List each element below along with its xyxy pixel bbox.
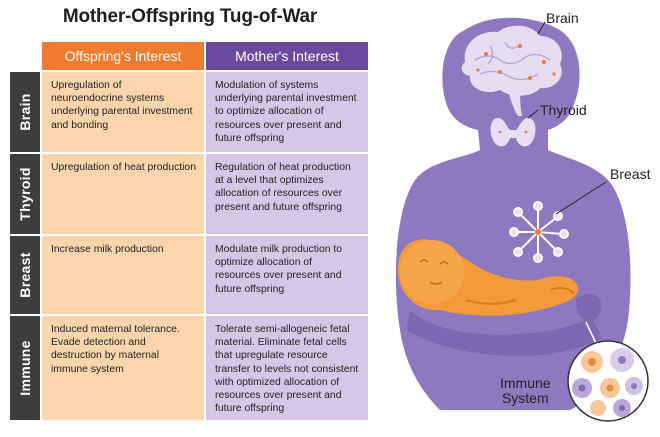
row-label-immune: Immune	[10, 316, 40, 420]
page-title: Mother-Offspring Tug-of-War	[62, 6, 318, 27]
mother-hand	[576, 294, 602, 322]
breast-gland-icon	[509, 201, 569, 263]
table-row-thyroid: Thyroid Upregulation of heat production …	[10, 154, 368, 234]
mother-arm	[406, 310, 602, 356]
mother-silhouette-svg	[395, 17, 649, 422]
offspring-cell: Upregulation of heat production	[42, 154, 204, 234]
immune-system-inset	[567, 340, 649, 422]
table-row-breast: Breast Increase milk production Modulate…	[10, 236, 368, 314]
mother-cell: Modulation of systems underlying parenta…	[206, 72, 368, 152]
mother-cell: Regulation of heat production at a level…	[206, 154, 368, 234]
mother-cell: Tolerate semi-allogeneic fetal material.…	[206, 316, 368, 420]
row-label-thyroid: Thyroid	[10, 154, 40, 234]
table-header: Offspring's Interest Mother's Interest	[42, 42, 368, 70]
brain-icon	[461, 25, 562, 116]
table-row-brain: Brain Upregulation of neuroendocrine sys…	[10, 72, 368, 152]
thyroid-leader-line	[527, 109, 539, 119]
breast-label: Breast	[610, 166, 651, 182]
offspring-cell: Induced maternal tolerance. Evade detect…	[42, 316, 204, 420]
mother-cell: Modulate milk production to optimize all…	[206, 236, 368, 314]
thyroid-icon	[490, 118, 536, 147]
offspring-cell: Increase milk production	[42, 236, 204, 314]
thyroid-label: Thyroid	[540, 102, 587, 118]
table-row-immune: Immune Induced maternal tolerance. Evade…	[10, 316, 368, 420]
row-label-brain: Brain	[10, 72, 40, 152]
mother-column-header: Mother's Interest	[206, 42, 368, 70]
mother-infant-illustration: Brain Thyroid Breast Immune System	[370, 0, 660, 432]
brain-leader-line	[537, 21, 546, 35]
row-label-breast: Breast	[10, 236, 40, 314]
baby-icon	[397, 239, 579, 316]
offspring-column-header: Offspring's Interest	[42, 42, 204, 70]
offspring-cell: Upregulation of neuroendocrine systems u…	[42, 72, 204, 152]
immune-system-label: Immune System	[500, 375, 551, 406]
breast-leader-line	[555, 181, 607, 215]
brain-label: Brain	[546, 10, 579, 26]
